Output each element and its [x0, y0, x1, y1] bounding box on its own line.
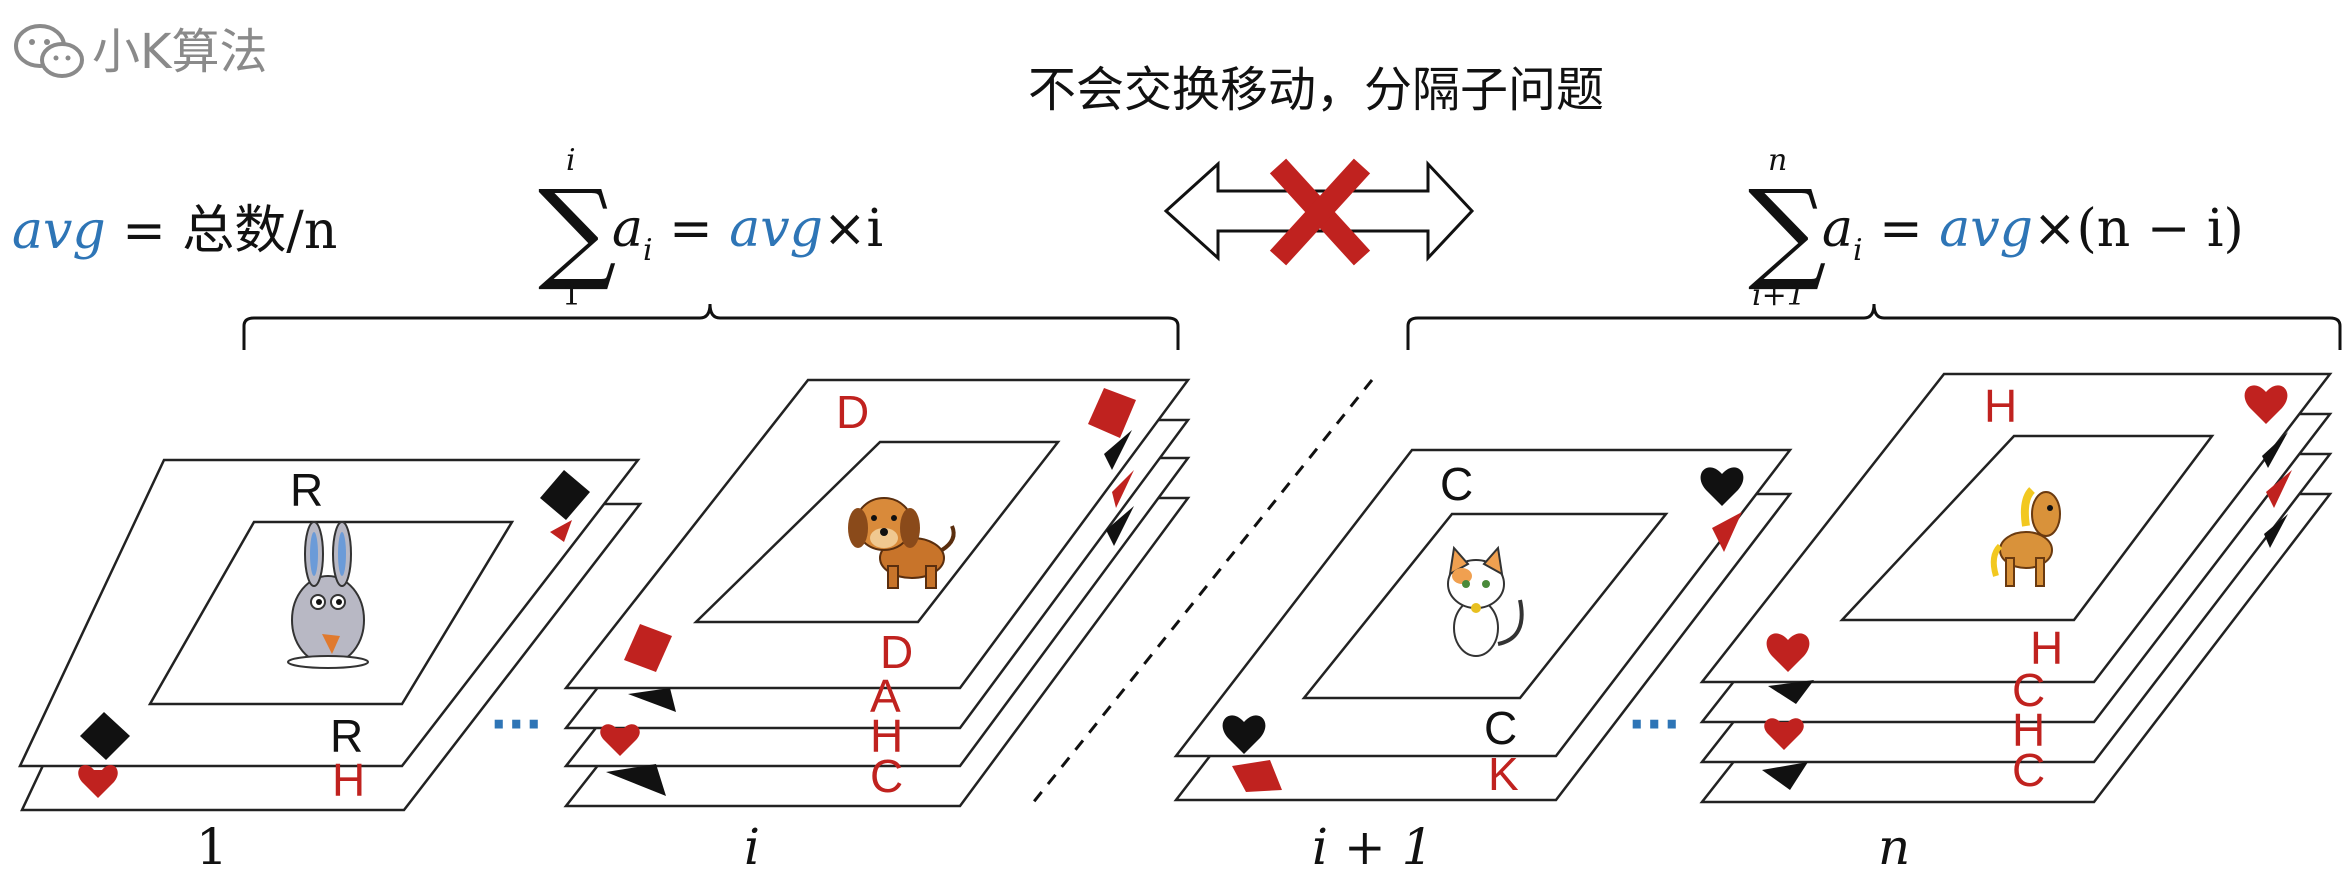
card-letter: H [1984, 380, 2017, 432]
layer-letter: R [330, 710, 363, 762]
ellipsis-right: ··· [1628, 697, 1680, 751]
spade-icon [1768, 680, 1814, 704]
spade-icon [2262, 432, 2288, 468]
heart-icon [1764, 718, 1804, 750]
spade-icon [1106, 506, 1134, 546]
layer-letter: C [870, 750, 903, 802]
avg-rest: = 总数/n [106, 201, 338, 261]
dog-icon [848, 497, 956, 589]
diagram-title: 不会交换移动，分隔子问题 [1028, 62, 1604, 118]
card-letter: C [1440, 458, 1473, 510]
heart-icon [1112, 470, 1134, 508]
sigma-symbol: ∑ [538, 166, 617, 294]
group-label-i: i [744, 818, 760, 876]
layer-letter: C [2012, 744, 2045, 796]
group-label-1: 1 [196, 818, 228, 876]
separator-line [1030, 379, 1374, 805]
layer-letter: H [2030, 622, 2063, 674]
wechat-icon [14, 24, 84, 78]
spade-icon [540, 470, 590, 520]
left-sum-formula: i ∑ 1 ai = avg×i [538, 143, 883, 313]
layer-letter: C [1484, 702, 1517, 754]
horse-icon [1990, 487, 2061, 587]
left-brace [242, 303, 1180, 350]
layer-letter: A [870, 670, 901, 722]
heart-icon [600, 724, 640, 756]
cat-icon [1447, 545, 1524, 657]
heart-icon [1700, 467, 1744, 506]
layer-letter: H [332, 754, 365, 806]
card-letter: R [290, 464, 323, 516]
heart-icon [1712, 512, 1742, 552]
heart-icon [1766, 633, 1810, 672]
svg-text:ai = avg×i: ai = avg×i [612, 199, 883, 268]
watermark-text: 小K算法 [92, 24, 267, 80]
svg-text:ai = avg×(n − i): ai = avg×(n − i) [1822, 199, 2244, 268]
layer-letter: H [870, 710, 903, 762]
rabbit-icon [287, 521, 369, 669]
left-sum-upper: i [566, 143, 576, 178]
red-cross-icon [1269, 158, 1371, 266]
diamond-icon [624, 624, 672, 672]
right-sum-formula: n ∑ i+1 ai = avg×(n − i) [1748, 143, 2244, 313]
layer-letter: K [1488, 748, 1519, 800]
heart-icon [2266, 470, 2292, 508]
spade-icon [2264, 514, 2288, 548]
heart-icon [550, 520, 572, 542]
layer-letter: H [2012, 704, 2045, 756]
group-label-n: n [1878, 818, 1910, 876]
spade-icon [628, 688, 676, 712]
spade-icon [606, 764, 666, 796]
right-sum-lower: i+1 [1752, 278, 1806, 313]
card-stack-i: C H A D D i [563, 378, 1191, 876]
spade-icon [1762, 762, 1808, 790]
heart-icon [1222, 715, 1266, 754]
spade-icon [80, 712, 130, 760]
avg-formula: avg = 总数/n [12, 201, 337, 261]
left-sum-lower: 1 [562, 278, 581, 313]
card-letter: D [836, 386, 869, 438]
layer-letter: C [2012, 664, 2045, 716]
heart-icon [78, 765, 118, 798]
diamond-icon [1088, 388, 1136, 438]
avg-var: avg [12, 201, 106, 261]
card-stack-n: C H C H H n [1699, 372, 2333, 876]
right-sum-upper: n [1768, 143, 1787, 178]
sigma-symbol: ∑ [1748, 166, 1827, 294]
card-stack-1: H R R 1 [18, 458, 643, 876]
group-label-i1: i + 1 [1312, 818, 1433, 876]
heart-icon [2244, 385, 2288, 424]
ellipsis-left: ··· [490, 697, 542, 751]
card-stack-i1: K C C i + 1 [1173, 448, 1793, 876]
right-brace [1406, 303, 2342, 350]
spade-icon [1104, 430, 1132, 470]
layer-letter: D [880, 626, 913, 678]
diamond-icon [1232, 760, 1282, 792]
